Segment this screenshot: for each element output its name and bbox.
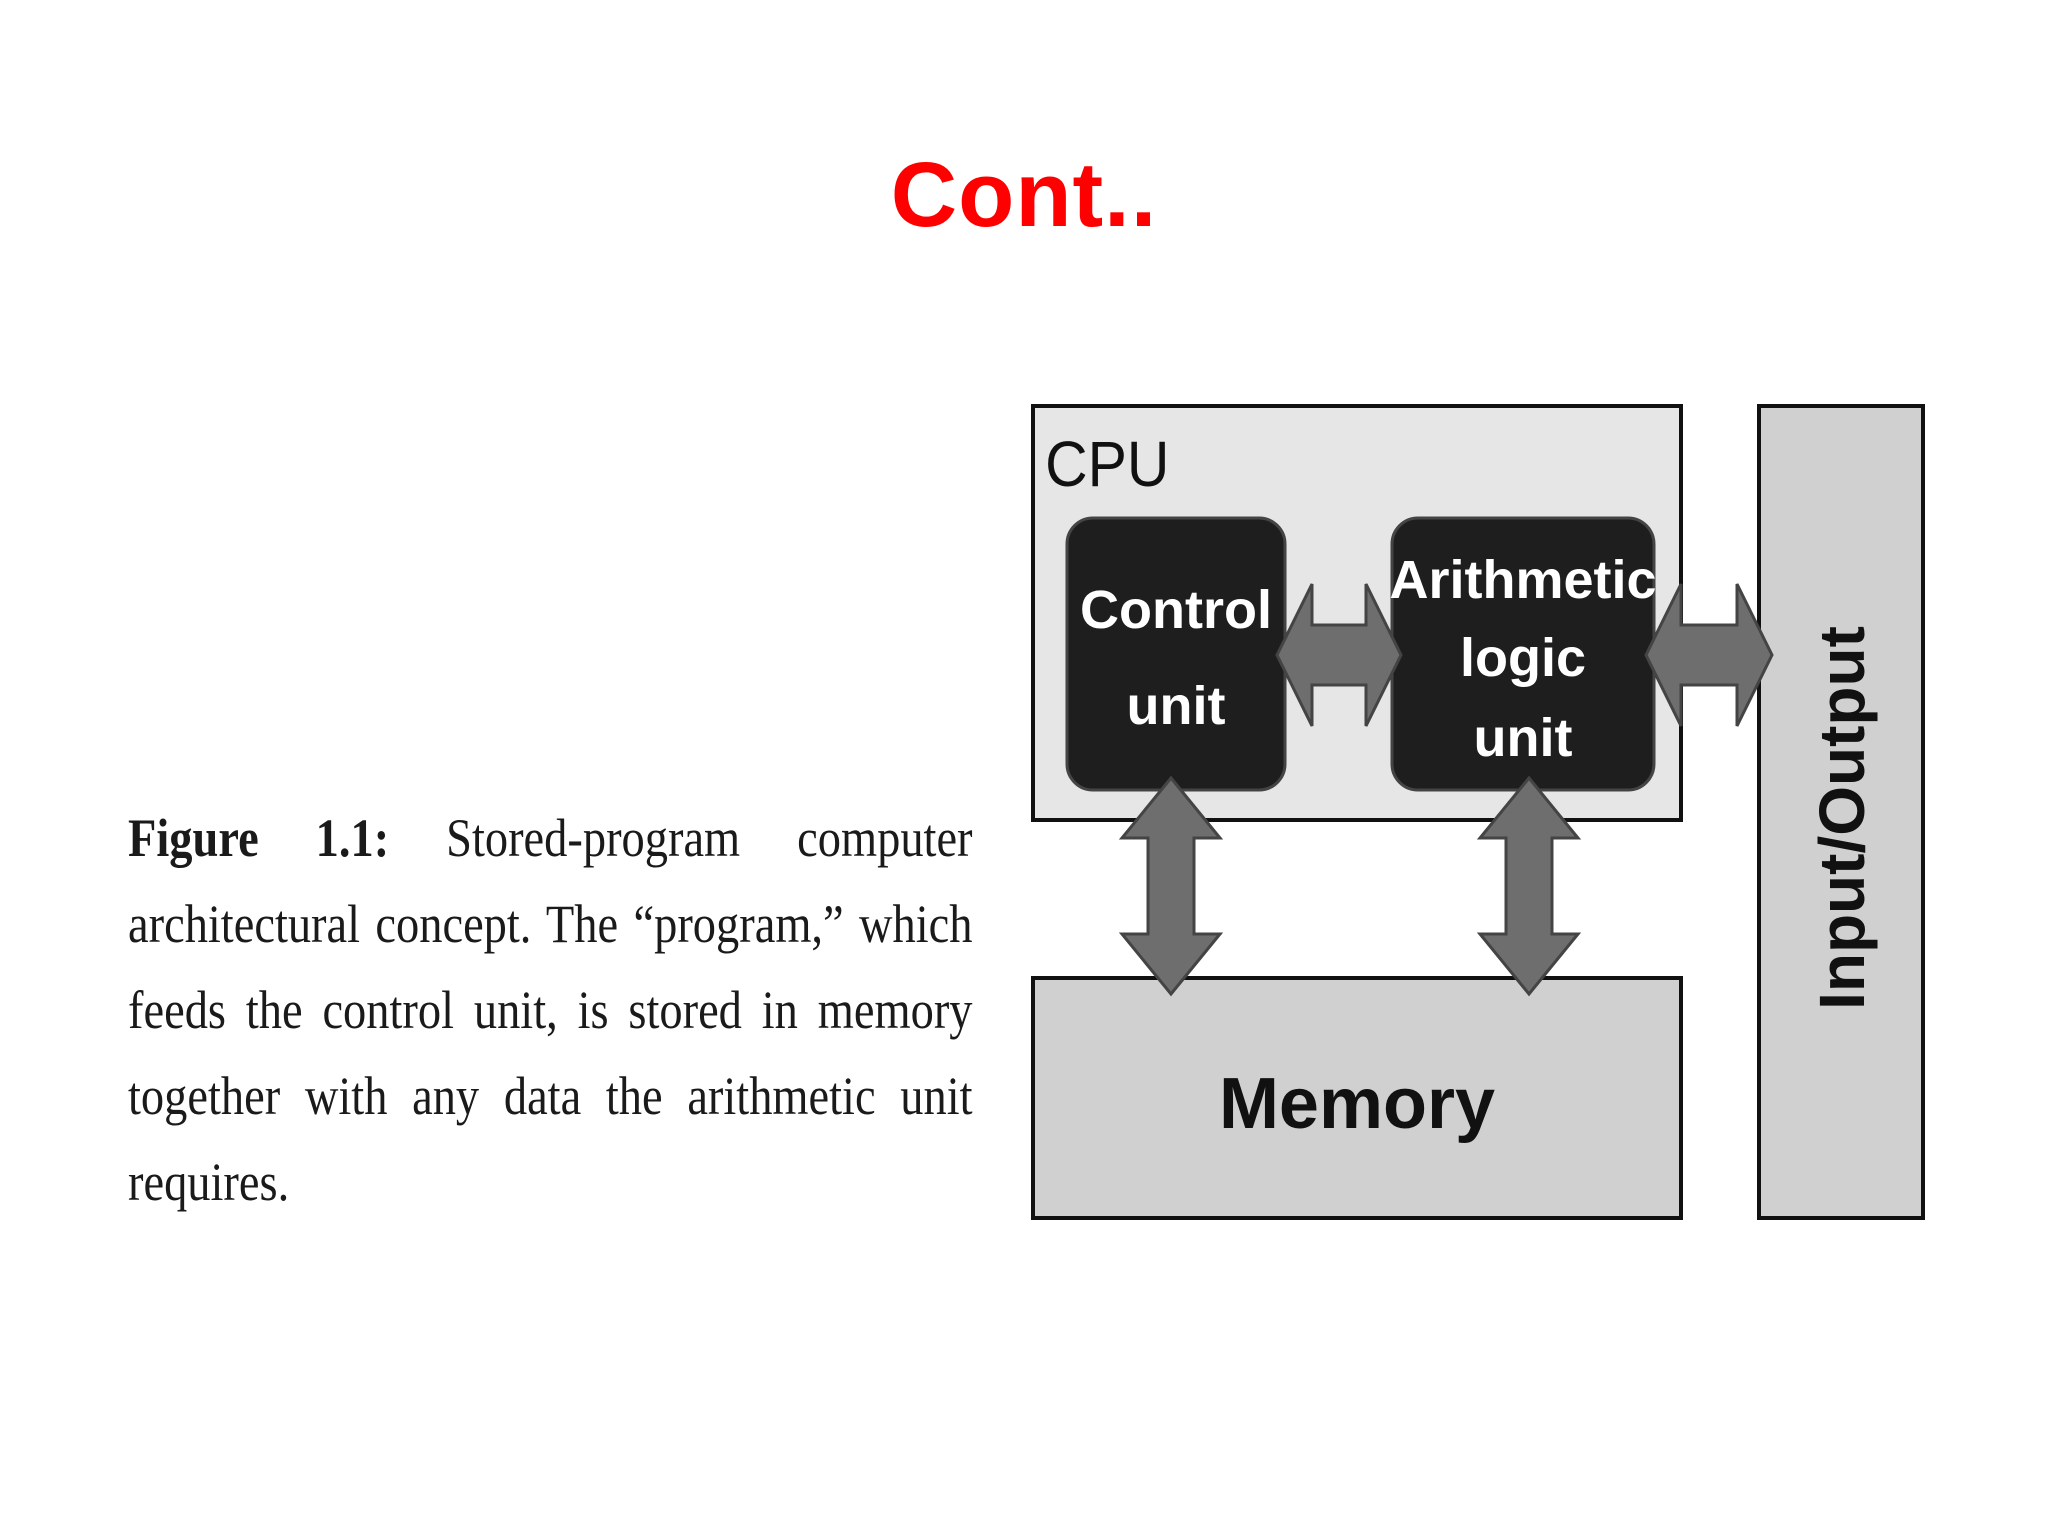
figure-caption-text: Stored-program computer architectural co… [128,808,973,1212]
alu-label-line1: Arithmetic [1389,550,1656,610]
alu-label-line3: unit [1474,708,1573,768]
cpu-label: CPU [1045,429,1169,501]
memory-box [1031,976,1683,1220]
control-unit-box [1065,516,1287,792]
io-box [1757,404,1925,1220]
slide-title: Cont.. [890,144,1158,246]
figure-caption-label: Figure 1.1: [128,808,390,868]
arrow-alu-memory [1476,775,1582,997]
io-label: Input/Output [1806,626,1878,1010]
arrow-alu-io [1644,583,1774,727]
control-unit-label-line2: unit [1127,676,1226,736]
figure-caption: Figure 1.1: Stored-program computer arch… [128,795,973,1225]
arrow-control-memory [1118,775,1224,997]
arrow-control-alu [1275,583,1403,727]
alu-label-line2: logic [1460,628,1586,688]
control-unit-label-line1: Control [1080,580,1272,640]
memory-label: Memory [1219,1064,1495,1144]
